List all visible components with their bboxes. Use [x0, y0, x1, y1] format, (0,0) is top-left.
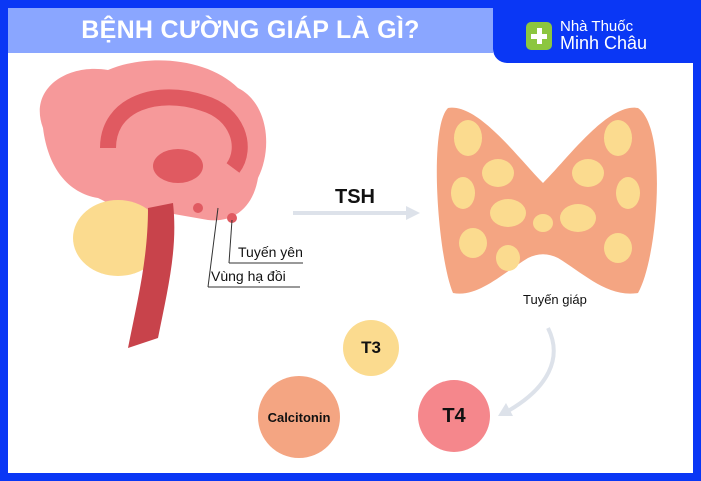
page-title: BỆNH CƯỜNG GIÁP LÀ GÌ?: [81, 16, 420, 44]
logo-line2: Minh Châu: [560, 33, 648, 53]
hormone-calcitonin: Calcitonin: [258, 376, 340, 458]
diagram-graphics: [39, 60, 657, 416]
label-tsh: TSH: [335, 186, 375, 208]
hormone-t3: T3: [343, 320, 399, 376]
label-hypothalamus: Vùng hạ đồi: [211, 268, 286, 284]
brain-illustration: [39, 60, 267, 348]
label-pituitary: Tuyến yên: [238, 244, 303, 260]
hormone-t4: T4: [418, 380, 490, 452]
thyroid-illustration: [436, 107, 657, 294]
curved-arrow: [507, 327, 556, 413]
label-thyroid: Tuyến giáp: [523, 292, 587, 307]
plus-icon: [526, 21, 552, 50]
title-bar: BỆNH CƯỜNG GIÁP LÀ GÌ?: [8, 8, 493, 53]
logo-line1: Nhà Thuốc: [560, 18, 634, 35]
